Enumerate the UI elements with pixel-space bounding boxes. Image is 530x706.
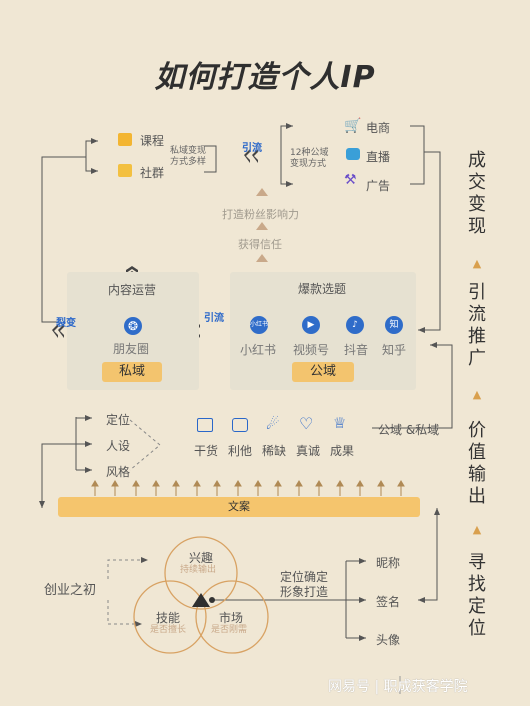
- style-label: 风格: [106, 465, 131, 479]
- xiaohongshu-label: 小红书: [240, 343, 277, 357]
- scarcity-label: 稀缺: [262, 444, 287, 458]
- community-label: 社群: [140, 166, 165, 180]
- interest-subtitle: 持续输出: [180, 565, 217, 575]
- drainage-label-mid: 引流: [204, 313, 224, 324]
- signature-label: 签名: [376, 595, 401, 609]
- watermark: 网易号 | 职成获客学院: [328, 679, 468, 695]
- moments-icon: ❂: [124, 317, 142, 335]
- douyin-label: 抖音: [344, 343, 369, 357]
- douyin-icon: ♪: [346, 316, 364, 334]
- ad-icon: ⚒: [344, 172, 357, 188]
- positioning-label: 定位: [106, 413, 131, 427]
- cart-icon: 🛒: [344, 118, 362, 134]
- practical-label: 干货: [194, 444, 219, 458]
- private-monetize-note-line2: 方式多样: [170, 157, 207, 167]
- ecommerce-label: 电商: [366, 121, 391, 135]
- altruism-label: 利他: [228, 444, 253, 458]
- nickname-label: 昵称: [376, 556, 401, 570]
- drainage-label-top: 引流: [242, 143, 262, 154]
- avatar-label: 头像: [376, 633, 401, 647]
- public-monetize-note-line1: 12种公域: [290, 148, 329, 158]
- step-arrow-3: ▲: [472, 523, 482, 536]
- video-channel-label: 视频号: [293, 343, 330, 357]
- position-confirm-line2: 形象打造: [280, 585, 329, 599]
- step-value-output: 价值输出: [468, 420, 486, 507]
- live-icon: [346, 148, 360, 160]
- sincerity-label: 真诚: [296, 444, 321, 458]
- skill-title: 技能: [156, 611, 181, 625]
- course-label: 课程: [140, 134, 165, 148]
- market-title: 市场: [219, 611, 244, 625]
- achievement-icon: ♕: [333, 414, 347, 432]
- sincerity-icon: ♡: [299, 414, 314, 433]
- copywriting-bar: 文案: [58, 497, 420, 517]
- zhihu-icon: 知: [385, 316, 403, 334]
- private-domain-tag: 私域: [102, 362, 162, 382]
- step-monetize: 成交变现: [468, 150, 486, 237]
- live-label: 直播: [366, 150, 391, 164]
- moments-label: 朋友圈: [113, 342, 150, 356]
- course-icon: [118, 133, 132, 146]
- step-promotion: 引流推广: [468, 282, 486, 369]
- practical-icon: [197, 418, 213, 432]
- content-operation-label: 内容运营: [108, 283, 157, 297]
- skill-subtitle: 是否擅长: [150, 625, 187, 635]
- step-arrow-2: ▲: [472, 388, 482, 401]
- achievement-label: 成果: [330, 444, 355, 458]
- hot-topics-label: 爆款选题: [298, 282, 347, 296]
- startup-label: 创业之初: [44, 583, 97, 598]
- fission-label: 裂变: [56, 318, 76, 329]
- video-channel-icon: ▶: [302, 316, 320, 334]
- altruism-icon: [232, 418, 248, 432]
- gain-trust-label: 获得信任: [238, 238, 282, 251]
- community-icon: [118, 164, 132, 177]
- persona-label: 人设: [106, 439, 131, 453]
- xiaohongshu-icon: 小红书: [250, 316, 268, 334]
- public-monetize-note-line2: 变现方式: [290, 159, 327, 169]
- private-monetize-note-line1: 私域变现: [170, 146, 207, 156]
- advertising-label: 广告: [366, 179, 391, 193]
- scarcity-icon: ☄: [266, 415, 280, 433]
- public-domain-tag: 公域: [292, 362, 354, 382]
- interest-title: 兴趣: [189, 551, 214, 565]
- public-private-label: 公域 &私域: [378, 423, 440, 437]
- zhihu-label: 知乎: [382, 343, 407, 357]
- step-find-positioning: 寻找定位: [468, 552, 486, 639]
- build-influence-label: 打造粉丝影响力: [222, 208, 299, 221]
- market-subtitle: 是否刚需: [211, 625, 248, 635]
- page-title: 如何打造个人IP: [154, 60, 376, 95]
- position-confirm-line1: 定位确定: [280, 570, 329, 584]
- step-arrow-1: ▲: [472, 257, 482, 270]
